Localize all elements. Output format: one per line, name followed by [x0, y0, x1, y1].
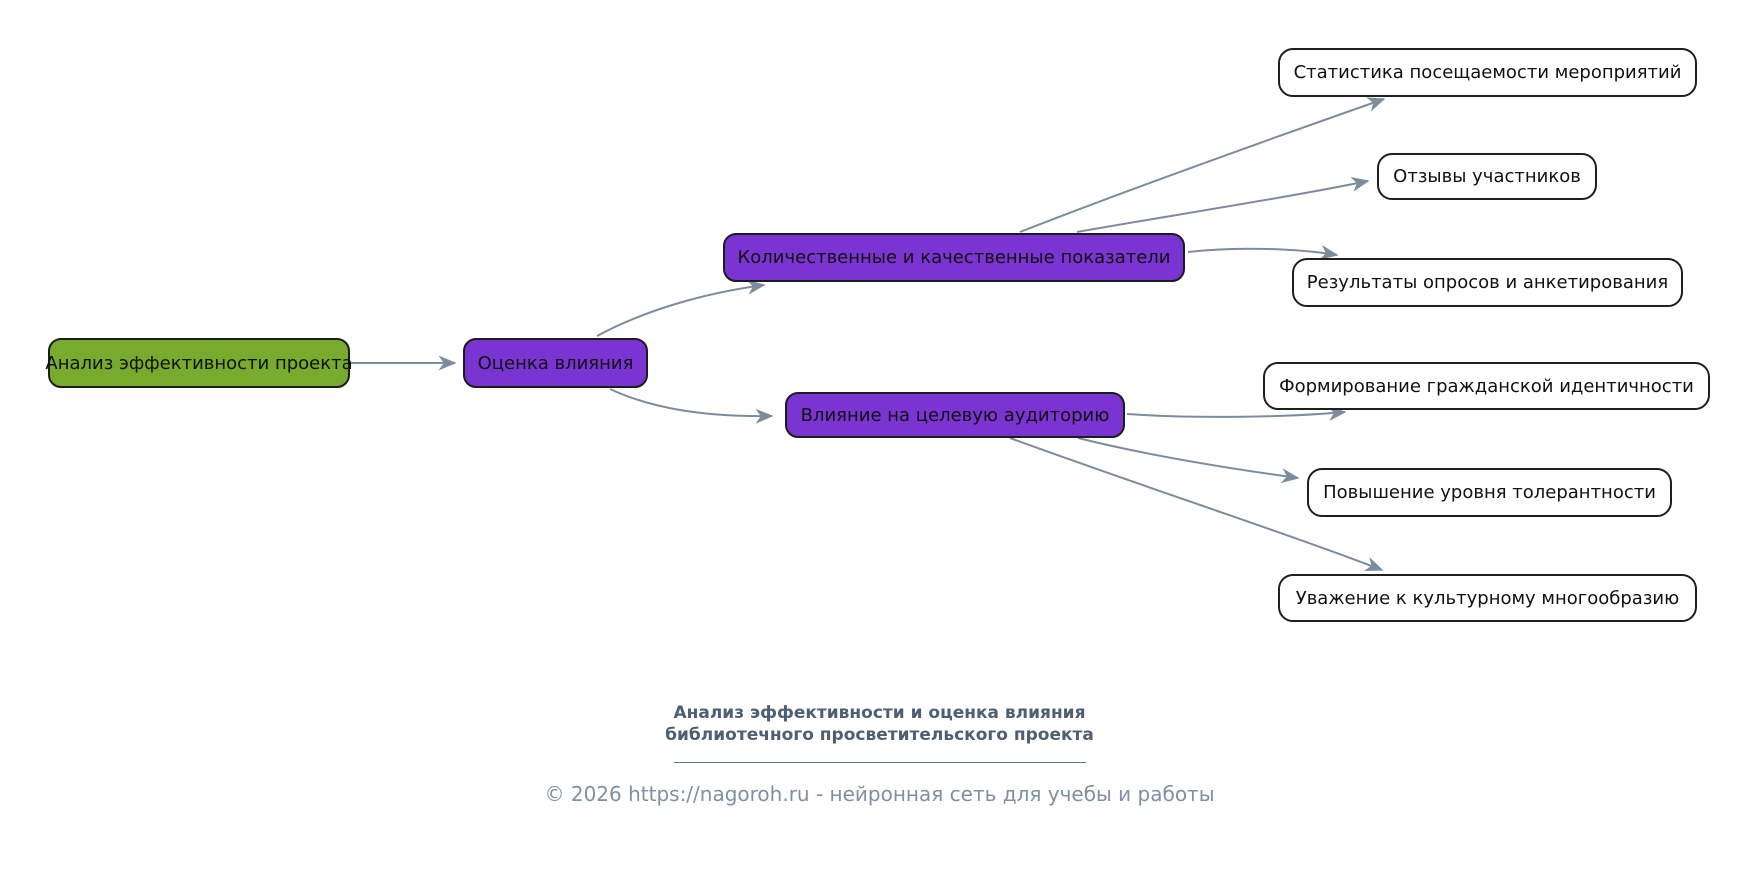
edge-impact-assessment-to-audience-impact [609, 388, 774, 424]
node-label: Отзывы участников [1393, 166, 1581, 187]
node-root: Анализ эффективности проекта [45, 338, 353, 388]
edge-audience-impact-to-tolerance-increase [1077, 437, 1300, 484]
node-tolerance-increase: Повышение уровня толерантности [1307, 468, 1672, 517]
node-attendance-stats: Статистика посещаемости мероприятий [1278, 48, 1697, 97]
node-label: Формирование гражданской идентичности [1279, 375, 1694, 397]
node-audience-impact: Влияние на целевую аудиторию [785, 392, 1125, 438]
diagram-footer: Анализ эффективности и оценка влияния би… [0, 702, 1759, 806]
edge-quant-qual-indicators-to-survey-results [1187, 244, 1339, 260]
footer-divider [673, 761, 1086, 763]
node-label: Повышение уровня толерантности [1323, 482, 1656, 503]
node-label: Анализ эффективности проекта [45, 352, 353, 374]
edge-quant-qual-indicators-to-attendance-stats [1019, 97, 1386, 233]
node-label: Результаты опросов и анкетирования [1306, 272, 1669, 293]
footer-title: Анализ эффективности и оценка влияния би… [0, 702, 1759, 747]
node-quant-qual-indicators: Количественные и качественные показатели [723, 233, 1185, 282]
footer-copyright: © 2026 https://nagoroh.ru - нейронная се… [544, 781, 1215, 806]
edge-impact-assessment-to-quant-qual-indicators [596, 279, 766, 337]
node-label: Количественные и качественные показатели [737, 247, 1171, 268]
node-impact-assessment: Оценка влияния [463, 338, 648, 388]
node-label: Статистика посещаемости мероприятий [1293, 62, 1682, 83]
node-label: Оценка влияния [477, 352, 634, 374]
footer-title-line2: библиотечного просветительского проекта [665, 725, 1094, 746]
node-civic-identity: Формирование гражданской идентичности [1263, 362, 1710, 410]
node-participant-feedback: Отзывы участников [1377, 153, 1597, 200]
edge-audience-impact-to-cultural-diversity [1009, 437, 1384, 571]
node-survey-results: Результаты опросов и анкетирования [1292, 258, 1683, 307]
node-cultural-diversity: Уважение к культурному многообразию [1278, 574, 1697, 622]
node-label: Уважение к культурному многообразию [1295, 587, 1680, 609]
node-label: Влияние на целевую аудиторию [800, 404, 1110, 426]
edge-quant-qual-indicators-to-participant-feedback [1076, 176, 1370, 233]
footer-title-line1: Анализ эффективности и оценка влияния [673, 703, 1086, 723]
edge-audience-impact-to-civic-identity [1126, 406, 1347, 421]
